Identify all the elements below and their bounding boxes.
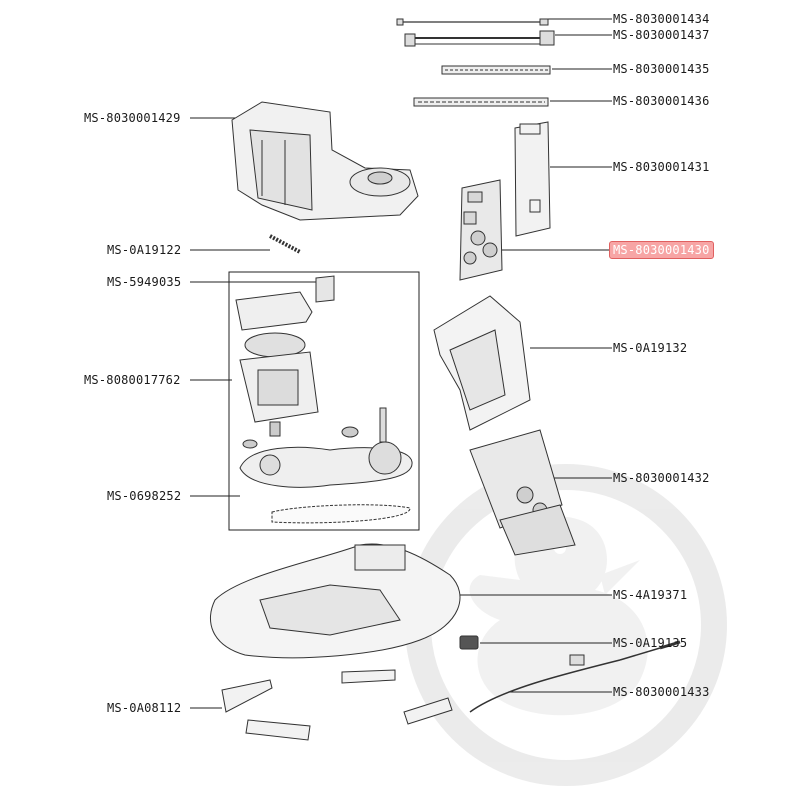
main-board-part — [469, 429, 576, 556]
feet-part — [221, 669, 453, 741]
bracket-part — [433, 295, 531, 431]
part-label-ms-8030001429[interactable]: MS-8030001429 — [84, 111, 181, 125]
motor-housing-part — [231, 101, 419, 221]
cable-parts — [396, 18, 555, 107]
power-cord-part — [469, 640, 681, 713]
part-label-ms-4a19371[interactable]: MS-4A19371 — [613, 588, 688, 602]
drive-belt-gear-part — [239, 407, 413, 524]
part-label-ms-8080017762[interactable]: MS-8080017762 — [84, 373, 181, 387]
part-label-ms-0a08112[interactable]: MS-0A08112 — [107, 701, 182, 715]
power-board-part — [459, 179, 503, 281]
part-label-ms-8030001433[interactable]: MS-8030001433 — [613, 685, 710, 699]
motor-part — [235, 291, 319, 437]
part-label-ms-0a19135[interactable]: MS-0A19135 — [613, 636, 688, 650]
part-label-ms-0698252[interactable]: MS-0698252 — [107, 489, 182, 503]
part-label-ms-8030001434[interactable]: MS-8030001434 — [613, 12, 710, 26]
part-label-ms-0a19122[interactable]: MS-0A19122 — [107, 243, 182, 257]
sensor-board-part — [315, 275, 335, 303]
part-label-ms-8030001430-highlighted[interactable]: MS-8030001430 — [609, 241, 714, 259]
part-label-ms-8030001437[interactable]: MS-8030001437 — [613, 28, 710, 42]
spring-part — [269, 234, 301, 254]
motor-assembly-frame — [228, 271, 420, 531]
base-housing-part — [209, 543, 461, 659]
part-label-ms-8030001436[interactable]: MS-8030001436 — [613, 94, 710, 108]
switch-part — [459, 635, 479, 650]
board-support-part — [514, 121, 551, 237]
part-label-ms-0a19132[interactable]: MS-0A19132 — [613, 341, 688, 355]
part-label-ms-8030001435[interactable]: MS-8030001435 — [613, 62, 710, 76]
part-label-ms-8030001431[interactable]: MS-8030001431 — [613, 160, 710, 174]
part-label-ms-8030001432[interactable]: MS-8030001432 — [613, 471, 710, 485]
part-label-ms-5949035[interactable]: MS-5949035 — [107, 275, 182, 289]
